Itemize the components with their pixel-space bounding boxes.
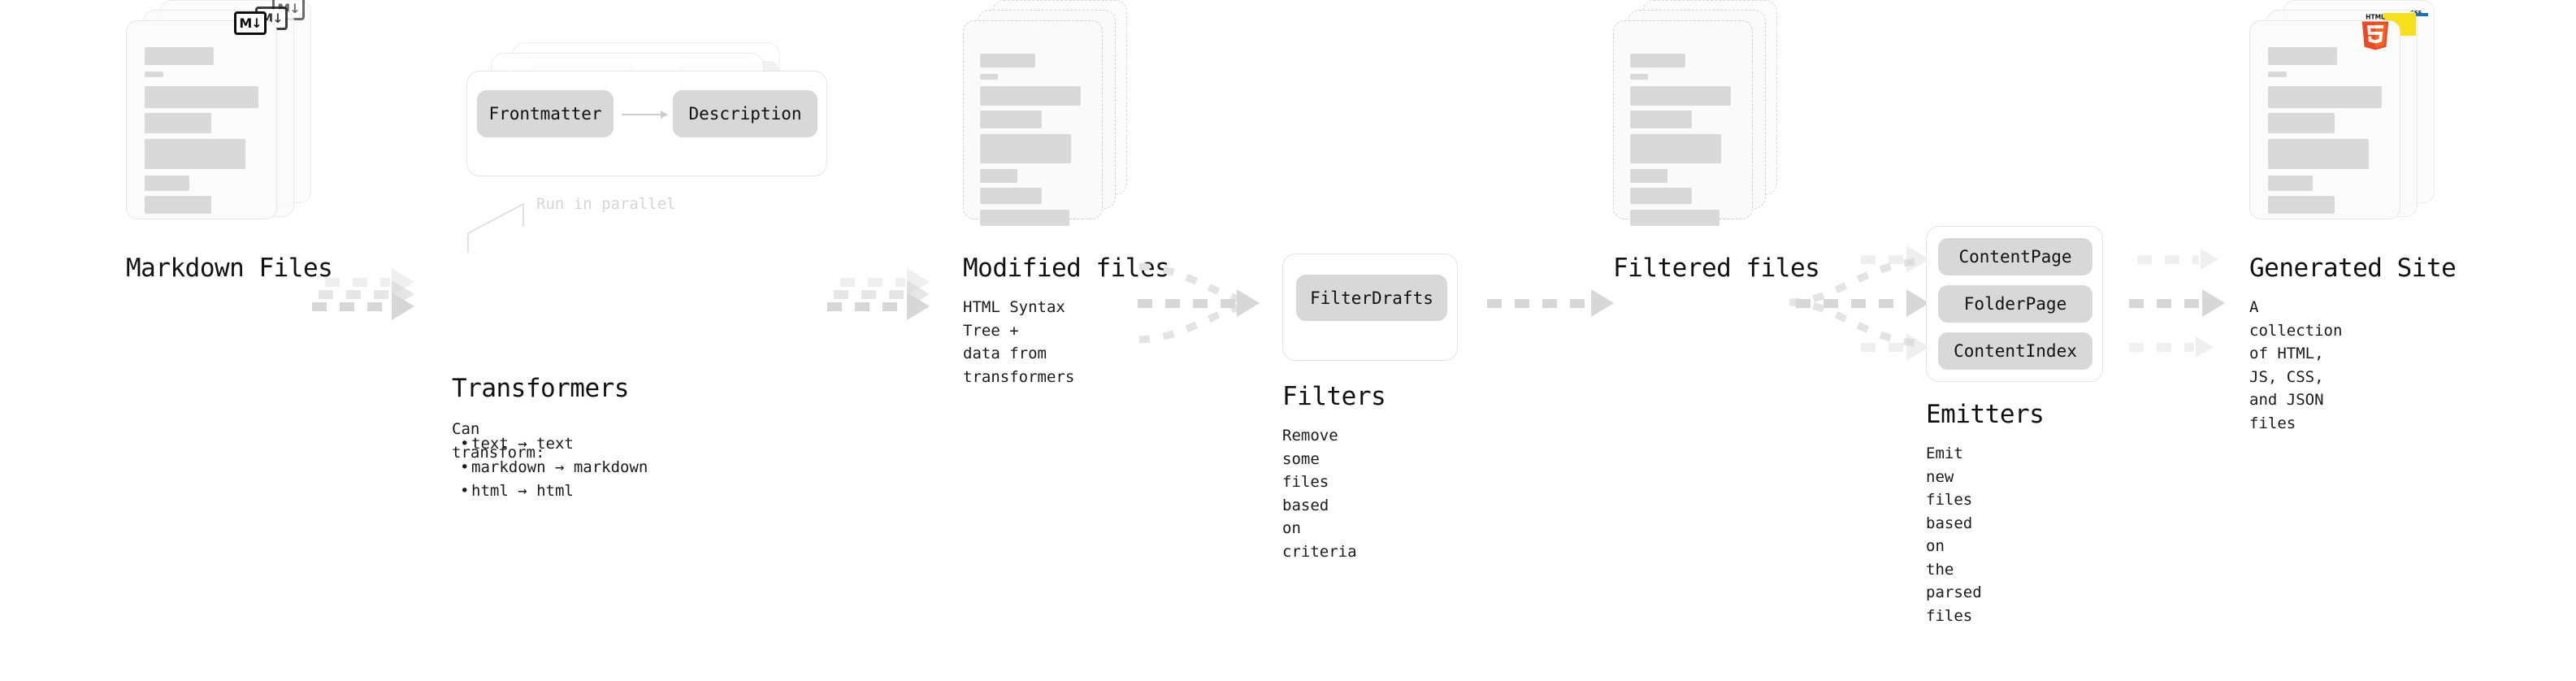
skeleton-bar: [145, 113, 211, 133]
list-item: •html → html: [460, 481, 574, 500]
filtered-card-front: [1613, 20, 1753, 226]
generated-card-front: HTML: [2249, 13, 2400, 219]
skeleton-bar: [2268, 196, 2335, 214]
transformer-group: Frontmatter Description: [466, 71, 827, 176]
filters-group: FilterDrafts: [1282, 254, 1458, 361]
emitter-node-folderpage[interactable]: FolderPage: [1938, 285, 2092, 323]
skeleton-bar: [145, 176, 189, 191]
skeleton-bar: [980, 86, 1081, 106]
stage-desc: Can transform:: [452, 420, 545, 462]
transformer-inner-arrow: [622, 111, 668, 119]
filter-node-filterdrafts[interactable]: FilterDrafts: [1296, 275, 1447, 321]
run-in-parallel-bracket: [467, 202, 524, 253]
skeleton-bar: [980, 74, 998, 80]
transform-types-list: •text → text •markdown → markdown •html …: [460, 432, 648, 503]
run-in-parallel-label: Run in parallel: [536, 195, 676, 213]
markdown-icon: M↓: [234, 11, 267, 35]
skeleton-bar: [1630, 111, 1692, 128]
transformer-node-frontmatter[interactable]: Frontmatter: [477, 90, 614, 137]
connector-filters-to-filtered: [1487, 289, 1619, 317]
skeleton-bar: [2268, 86, 2382, 108]
list-item: •text → text: [460, 435, 574, 453]
skeleton-bar: [980, 54, 1035, 67]
skeleton-bar: [1630, 169, 1667, 183]
skeleton-bar: [1630, 210, 1720, 226]
merge-curves: [1138, 262, 1251, 344]
stage-title: Generated Site: [2249, 254, 2457, 283]
skeleton-bar: [1630, 134, 1721, 163]
skeleton-bar: [2268, 72, 2287, 77]
filtered-file-stack: [1613, 0, 1800, 244]
modified-card-front: [963, 20, 1103, 226]
stage-desc: Remove some files based on criteria: [1282, 427, 1357, 561]
skeleton-bar: [145, 86, 258, 108]
stage-title: Transformers: [452, 374, 629, 403]
skeleton-bar: [1630, 86, 1731, 106]
skeleton-bar: [145, 139, 245, 169]
stage-desc: A collection of HTML, JS, CSS, and JSON …: [2249, 298, 2343, 432]
stage-title: Filters: [1282, 382, 1386, 411]
skeleton-bar: [1630, 188, 1692, 204]
skeleton-bar: [2268, 47, 2337, 65]
markdown-card-front: M↓: [126, 11, 277, 219]
stage-desc: Emit new files based on the parsed files: [1926, 445, 1982, 625]
emitter-node-contentpage[interactable]: ContentPage: [1938, 238, 2092, 275]
transformer-node-description[interactable]: Description: [673, 90, 817, 137]
markdown-file-stack: M↓ M↓ M↓: [126, 0, 313, 244]
skeleton-bar: [980, 210, 1069, 226]
stage-title: Filtered files: [1613, 254, 1820, 283]
list-item: •markdown → markdown: [460, 458, 648, 476]
stage-title: Emitters: [1926, 400, 2045, 429]
skeleton-bar: [980, 169, 1017, 183]
skeleton-bar: [1630, 74, 1648, 80]
stage-title: Markdown Files: [126, 254, 333, 283]
skeleton-bar: [980, 111, 1042, 128]
skeleton-bar: [980, 188, 1042, 204]
skeleton-bar: [980, 134, 1071, 163]
skeleton-bar: [2268, 139, 2369, 169]
stage-desc: HTML Syntax Tree + data from transformer…: [963, 298, 1075, 386]
skeleton-bar: [145, 47, 214, 65]
skeleton-bar: [2268, 176, 2313, 191]
svg-text:HTML: HTML: [2366, 13, 2385, 20]
skeleton-bar: [145, 196, 211, 214]
html5-icon: HTML: [2361, 13, 2389, 50]
skeleton-bar: [2268, 113, 2335, 133]
modified-file-stack: [963, 0, 1150, 244]
emitter-node-contentindex[interactable]: ContentIndex: [1938, 332, 2092, 370]
stage-title: Modified files: [963, 254, 1170, 283]
skeleton-bar: [1630, 54, 1685, 67]
skeleton-bar: [145, 72, 163, 77]
emitters-group: ContentPage FolderPage ContentIndex: [1926, 226, 2103, 382]
generated-site-stack: CSS HTML: [2249, 0, 2436, 244]
